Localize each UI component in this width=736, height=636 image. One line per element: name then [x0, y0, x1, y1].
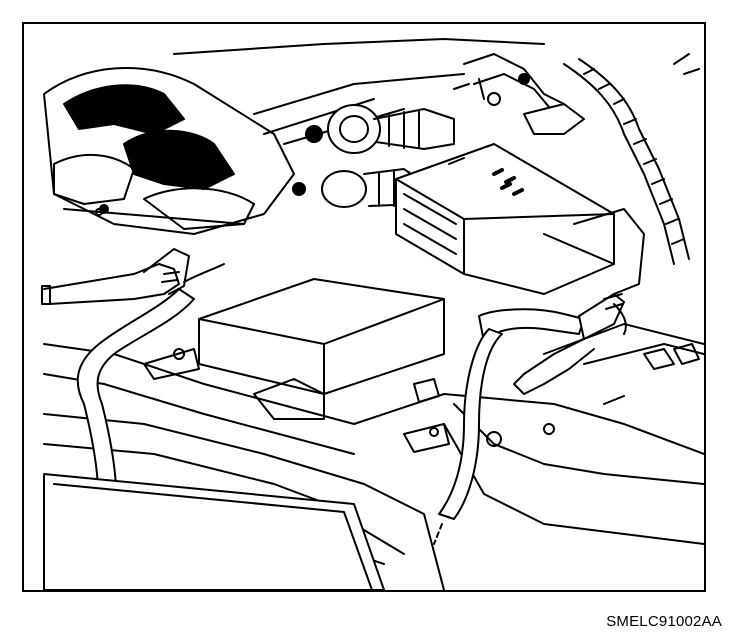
- engine-bay-drawing: [41, 38, 704, 590]
- radiator-opening: [43, 473, 385, 590]
- hoses-and-wiring: [453, 53, 700, 265]
- intake-manifold: [43, 67, 295, 235]
- fuse-relay-box: [395, 143, 645, 295]
- engine-bay-illustration: [22, 22, 706, 592]
- figure-code-label: SMELC91002AA: [606, 613, 722, 630]
- jumper-cable-positive: [433, 293, 627, 545]
- battery-tray: [198, 278, 445, 420]
